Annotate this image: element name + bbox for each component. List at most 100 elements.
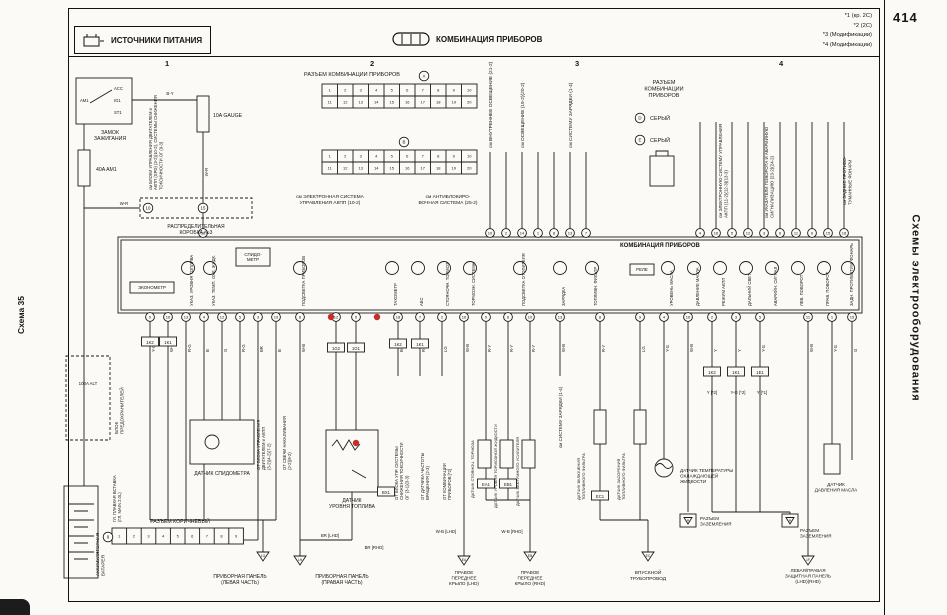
brake-fluid-label: ДАТЧИК УРОВНЯ ТОРМОЗНОЙ ЖИДКОСТИ bbox=[493, 424, 498, 508]
svg-text:УРОВЕНЬ МАСЛА: УРОВЕНЬ МАСЛА bbox=[669, 270, 674, 306]
svg-text:14: 14 bbox=[374, 100, 379, 105]
svg-text:ЭКОНОМЕТР: ЭКОНОМЕТР bbox=[138, 285, 166, 290]
svg-text:ЗАРЯДКА: ЗАРЯДКА bbox=[561, 287, 566, 306]
header-rule bbox=[68, 56, 879, 57]
ground-symbol: EC bbox=[641, 551, 655, 562]
terminal: 9Y-G bbox=[145, 312, 156, 520]
wire-w-r-2: W-R bbox=[204, 168, 209, 177]
terminal: 12Y bbox=[331, 312, 342, 430]
svg-text:1: 1 bbox=[329, 154, 332, 159]
node-circle: E bbox=[634, 134, 646, 146]
svg-text:R-Y: R-Y bbox=[531, 345, 536, 352]
svg-text:4: 4 bbox=[375, 88, 378, 93]
ref-interior-light: см ВНУТРЕННЕЕ ОСВЕЩЕНИЕ (21-2) bbox=[488, 61, 494, 148]
svg-text:8: 8 bbox=[437, 154, 440, 159]
ref-emission: ОТ БЛОКА УПР. СИСТЕМЫСНИЖЕНИЯ ТОКСИЧНОСТ… bbox=[394, 442, 409, 500]
scan-smudge bbox=[0, 599, 30, 615]
node-circle: D bbox=[634, 112, 646, 124]
svg-text:13: 13 bbox=[184, 315, 189, 320]
column-marker-2: 2 bbox=[370, 59, 375, 68]
svg-text:16: 16 bbox=[166, 315, 171, 320]
svg-text:11: 11 bbox=[794, 231, 799, 236]
right-connector-notch bbox=[655, 150, 669, 156]
pin-ig1: IG1 bbox=[114, 98, 121, 103]
svg-text:5: 5 bbox=[391, 154, 394, 159]
svg-text:7: 7 bbox=[422, 154, 425, 159]
pin-st1: ST1 bbox=[114, 110, 122, 115]
svg-text:9: 9 bbox=[639, 315, 642, 320]
terminal: 3Y bbox=[731, 312, 742, 367]
fuel-filter-switch bbox=[593, 409, 607, 445]
svg-text:6: 6 bbox=[406, 154, 409, 159]
connector-code: EB1 bbox=[499, 478, 517, 489]
footnote-2: *2 (2C) bbox=[853, 22, 872, 29]
distribution-box-3 bbox=[139, 197, 253, 219]
wire-w-r-1: W-R bbox=[120, 201, 129, 206]
connector-code: 1K1 bbox=[159, 336, 177, 347]
svg-text:Y-G: Y-G bbox=[151, 345, 156, 352]
svg-text:BR: BR bbox=[259, 346, 264, 352]
svg-text:УКАЗ. ТЕМП. ОХЛ. ЖИДК.: УКАЗ. ТЕМП. ОХЛ. ЖИДК. bbox=[211, 255, 216, 306]
cluster-gauge: ДАЛЬНИЙ СВЕТ bbox=[739, 261, 753, 306]
ref-speed-signal: ОТ ДАТЧИКА ЧАСТОТЫВРАЩЕНИЯ (2-3) bbox=[420, 452, 430, 500]
connector-code: BX1 bbox=[377, 486, 395, 497]
terminal: 5Y-G bbox=[755, 312, 766, 367]
svg-text:10: 10 bbox=[488, 231, 493, 236]
svg-text:9: 9 bbox=[811, 231, 814, 236]
svg-text:3: 3 bbox=[257, 315, 260, 320]
footnote-3: *3 (Модификации) bbox=[822, 32, 872, 39]
svg-text:12: 12 bbox=[334, 315, 339, 320]
cluster-gauge: АВАРИЙН. СИГНАЛ bbox=[765, 261, 779, 306]
connector-code: 1K1 bbox=[727, 366, 745, 377]
cluster-gauge: РЕЛЕ bbox=[629, 263, 655, 276]
svg-text:5: 5 bbox=[391, 88, 394, 93]
terminal: 2Y bbox=[707, 312, 718, 367]
wire-wb-rhd: W-B [RHD] bbox=[501, 529, 522, 534]
ref-from-ecu: ОТ БЛОКА УПРАВЛЕНИЯДВИГАТЕЛЕМ и АКПП(3-2… bbox=[256, 420, 271, 470]
svg-text:10: 10 bbox=[528, 315, 533, 320]
ref-turn-signals: см УКАЗАТЕЛИ ПОВОРОТА И АВАРИЙНУЮСИГНАЛИ… bbox=[764, 126, 774, 218]
svg-text:14: 14 bbox=[520, 231, 525, 236]
terminal: 5 bbox=[727, 122, 737, 238]
svg-text:7: 7 bbox=[419, 315, 422, 320]
terminal: 7 bbox=[581, 152, 591, 238]
right-connector-icon bbox=[649, 155, 675, 187]
svg-text:Y-G: Y-G bbox=[665, 345, 670, 352]
terminal: 16W-B bbox=[459, 312, 470, 556]
cluster-gauge: ЗАДН. ПРОТИВОТУМ. ФОНАРЬ bbox=[841, 243, 855, 306]
wire-y-star1: Y [*1] bbox=[757, 390, 767, 395]
connector-code: 1K2 bbox=[141, 336, 159, 347]
terminal: 1Y-G bbox=[827, 312, 838, 444]
fuel-resistor bbox=[331, 439, 361, 451]
footnotes: *1 (кр. 2C) *2 (2C) *3 (Модификации) *4 … bbox=[770, 12, 872, 50]
svg-text:1: 1 bbox=[329, 88, 332, 93]
fuse-block-label: БЛОКПРЕДОХРАНИТЕЛЕЙ bbox=[114, 387, 125, 434]
connector-e-color: СЕРЫЙ bbox=[650, 136, 670, 144]
fuel-filter-clog-sensor bbox=[633, 409, 647, 445]
terminal: 6R-Y bbox=[503, 312, 514, 440]
svg-text:W-B: W-B bbox=[465, 344, 470, 352]
terminal: 3 bbox=[759, 122, 769, 238]
svg-text:РЕЛЕ: РЕЛЕ bbox=[636, 267, 648, 272]
power-sources-icon bbox=[83, 33, 104, 46]
svg-text:16: 16 bbox=[201, 231, 206, 236]
annotation-dots bbox=[327, 313, 381, 447]
svg-text:5: 5 bbox=[355, 315, 358, 320]
svg-text:8: 8 bbox=[220, 534, 223, 539]
svg-text:6: 6 bbox=[406, 88, 409, 93]
svg-text:W-B: W-B bbox=[689, 344, 694, 352]
connector-code: 1G1 bbox=[347, 342, 365, 353]
vacuum-booster-sensor bbox=[521, 439, 536, 469]
cluster-gauge: СПИДО-МЕТР bbox=[235, 247, 271, 267]
svg-text:18: 18 bbox=[436, 100, 441, 105]
terminal: 13 bbox=[565, 152, 575, 238]
svg-text:16: 16 bbox=[462, 315, 467, 320]
